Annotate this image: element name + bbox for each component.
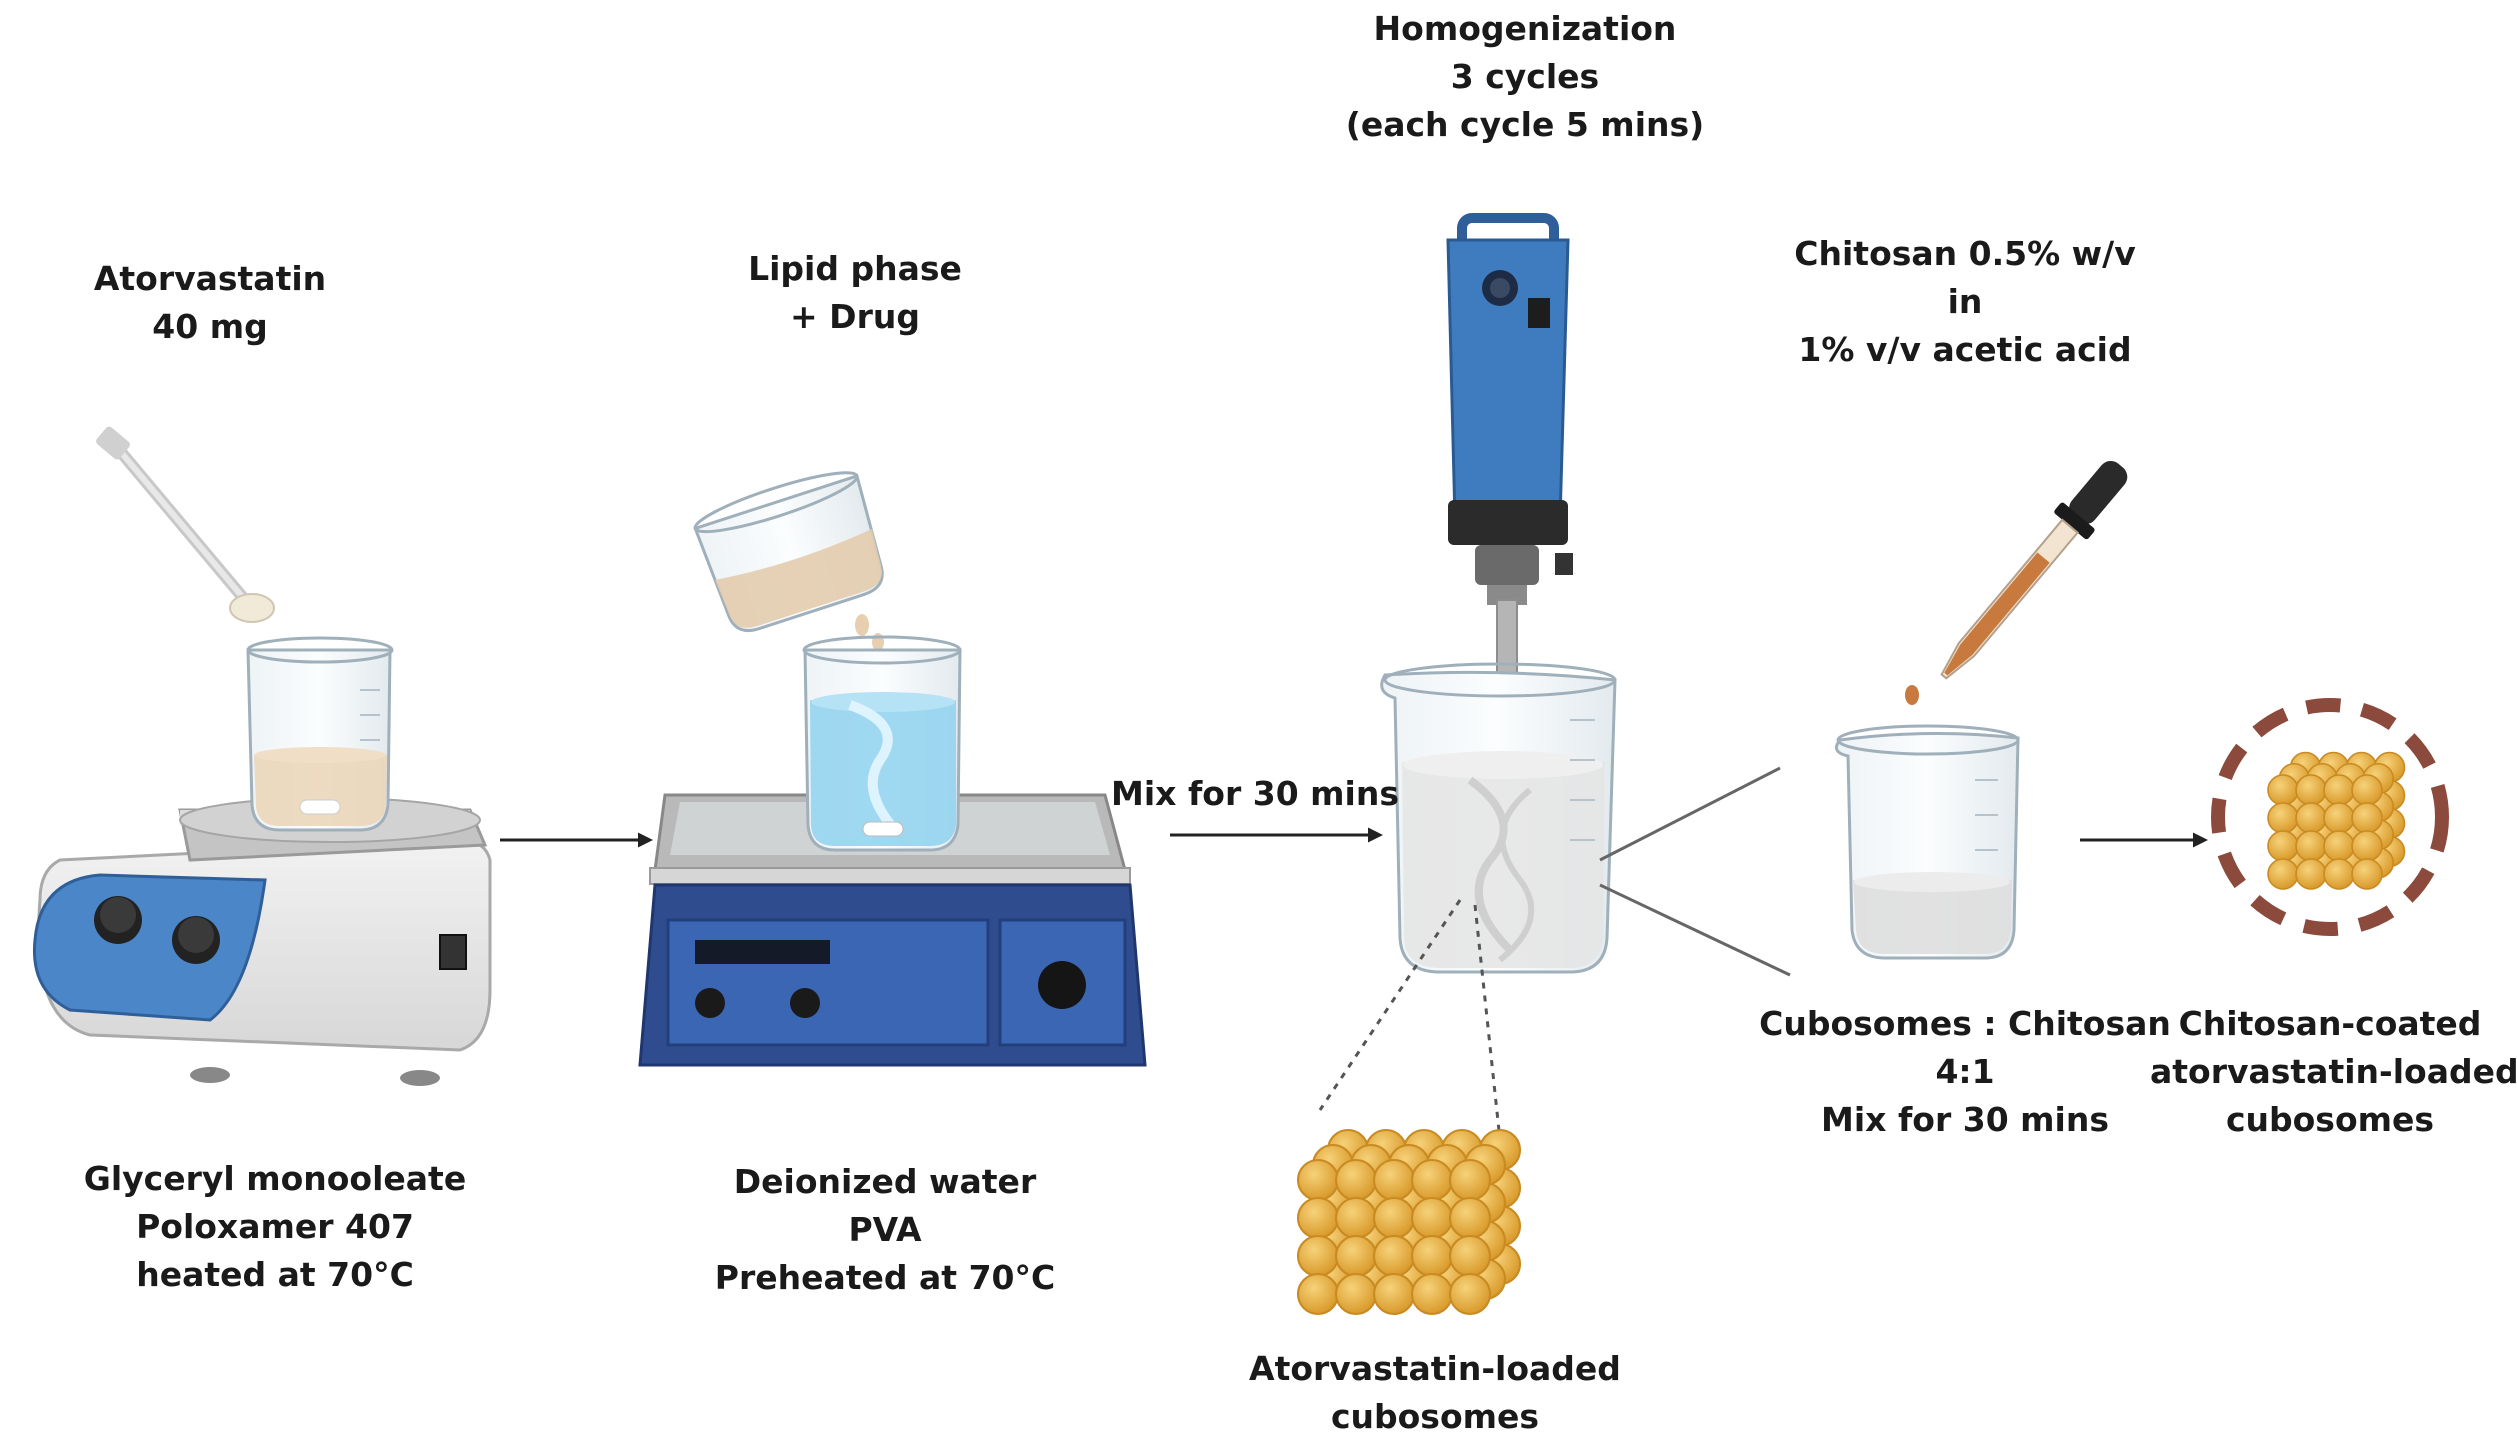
cubosome-sphere: [2295, 802, 2327, 834]
atorvastatin-label: Atorvastatin 40 mg: [60, 255, 360, 351]
cubosome-sphere: [1296, 1158, 1340, 1202]
cubosome-sphere: [1334, 1196, 1378, 1240]
homogenization-label: Homogenization 3 cycles (each cycle 5 mi…: [1325, 5, 1725, 149]
chitosan-solution-label: Chitosan 0.5% w/v in 1% v/v acetic acid: [1775, 230, 2155, 374]
cubosome-sphere: [1334, 1158, 1378, 1202]
deionized-line-1: Deionized water: [733, 1162, 1037, 1201]
spatula-icon: [96, 426, 275, 623]
cubosome-sphere: [2351, 774, 2383, 806]
ratio-line-3: Mix for 30 mins: [1821, 1100, 2109, 1139]
beaker-icon: [246, 636, 394, 832]
glyceryl-line-1: Glyceryl monooleate: [83, 1159, 467, 1198]
final-product-line-2: atorvastatin-loaded: [2150, 1052, 2517, 1091]
atorvastatin-dose: 40 mg: [152, 307, 268, 346]
atorvastatin-cubosomes-line-2: cubosomes: [1330, 1397, 1540, 1436]
beaker-icon: [1380, 662, 1617, 974]
cubosome-icon: [1296, 1128, 1522, 1316]
magnetic-stirrer-icon: [638, 793, 1147, 1067]
ratio-line-2: 4:1: [1935, 1052, 1995, 1091]
cubosome-sphere: [1410, 1158, 1454, 1202]
cubosome-sphere: [1372, 1158, 1416, 1202]
deionized-line-2: PVA: [848, 1210, 922, 1249]
cubosome-sphere: [2323, 802, 2355, 834]
deionized-line-3: Preheated at 70°C: [714, 1258, 1056, 1297]
homogenization-line-3: (each cycle 5 mins): [1345, 105, 1705, 144]
hot-plate-stirrer-icon: [32, 797, 492, 1086]
cubosome-sphere: [2267, 774, 2299, 806]
chitosan-solution-line-1: Chitosan 0.5% w/v: [1794, 234, 2136, 273]
lipid-phase-line-2: + Drug: [790, 297, 920, 336]
cubosome-sphere: [2351, 802, 2383, 834]
cubosome-sphere: [2323, 830, 2355, 862]
ratio-line-1: Cubosomes : Chitosan: [1759, 1004, 2171, 1043]
mix-step-text: Mix for 30 mins: [1111, 774, 1399, 813]
cubosome-sphere: [1334, 1272, 1378, 1316]
glyceryl-line-2: Poloxamer 407: [136, 1207, 414, 1246]
glyceryl-label: Glyceryl monooleate Poloxamer 407 heated…: [50, 1155, 500, 1299]
homogenization-line-1: Homogenization: [1373, 9, 1677, 48]
cubosome-sphere: [1296, 1196, 1340, 1240]
cubosome-sphere: [1372, 1196, 1416, 1240]
cubosome-sphere: [2295, 830, 2327, 862]
beaker-icon: [802, 635, 962, 852]
cubosome-sphere: [2295, 858, 2327, 890]
cubosome-sphere: [1296, 1234, 1340, 1278]
cubosome-sphere: [2267, 802, 2299, 834]
chitosan-solution-line-3: 1% v/v acetic acid: [1798, 330, 2132, 369]
cubosome-sphere: [1410, 1234, 1454, 1278]
cubosome-sphere: [1296, 1272, 1340, 1316]
cubosome-sphere: [1448, 1234, 1492, 1278]
chitosan-solution-line-2: in: [1947, 282, 1983, 321]
cubosome-sphere: [2267, 858, 2299, 890]
cubosome-sphere: [1334, 1234, 1378, 1278]
homogenization-line-2: 3 cycles: [1450, 57, 1600, 96]
glyceryl-line-3: heated at 70°C: [136, 1255, 414, 1294]
cubosome-sphere: [1448, 1158, 1492, 1202]
cubosome-sphere: [1448, 1272, 1492, 1316]
cubosome-sphere: [1372, 1272, 1416, 1316]
cubosome-sphere: [2323, 774, 2355, 806]
cubosome-sphere: [2295, 774, 2327, 806]
cubosome-sphere: [1372, 1234, 1416, 1278]
beaker-icon: [1834, 724, 2020, 960]
pouring-beaker-icon: [693, 471, 884, 633]
atorvastatin-name: Atorvastatin: [93, 259, 327, 298]
final-product-label: Chitosan-coated atorvastatin-loaded cubo…: [2150, 1000, 2517, 1144]
cubosome-sphere: [1448, 1196, 1492, 1240]
mix-step-label: Mix for 30 mins: [1105, 770, 1405, 818]
ratio-label: Cubosomes : Chitosan 4:1 Mix for 30 mins: [1755, 1000, 2175, 1144]
coated-cubosome-icon: [2211, 698, 2449, 936]
deionized-label: Deionized water PVA Preheated at 70°C: [680, 1158, 1090, 1302]
cubosome-sphere: [2323, 858, 2355, 890]
lipid-phase-label: Lipid phase + Drug: [705, 245, 1005, 341]
cubosome-sphere: [1410, 1272, 1454, 1316]
final-product-line-3: cubosomes: [2225, 1100, 2435, 1139]
atorvastatin-cubosomes-label: Atorvastatin-loaded cubosomes: [1245, 1345, 1625, 1441]
cubosome-sphere: [2351, 830, 2383, 862]
cubosome-sphere: [2351, 858, 2383, 890]
final-product-line-1: Chitosan-coated: [2178, 1004, 2482, 1043]
cubosome-sphere: [1410, 1196, 1454, 1240]
cubosome-sphere: [2267, 830, 2299, 862]
dropper-icon: [1940, 460, 2128, 680]
lipid-phase-line-1: Lipid phase: [748, 249, 962, 288]
atorvastatin-cubosomes-line-1: Atorvastatin-loaded: [1249, 1349, 1621, 1388]
